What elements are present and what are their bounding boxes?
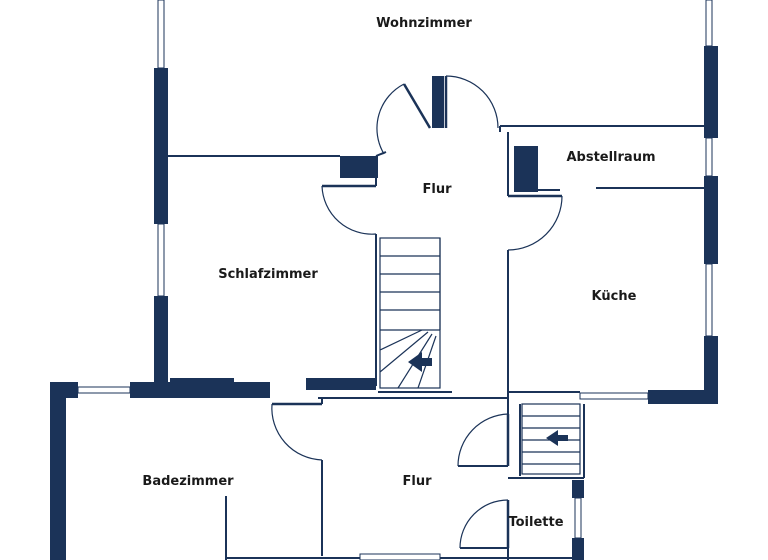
wall-bath-left — [50, 382, 66, 560]
label-flur-lower: Flur — [402, 474, 432, 489]
window-abstellraum — [705, 137, 713, 177]
wall-toilet-right-stub — [572, 480, 584, 498]
window-kitchen — [705, 263, 713, 337]
door-kitchen — [507, 194, 563, 251]
wall-kitchen-right-lower — [704, 336, 718, 404]
arrow-left-icon — [408, 352, 432, 372]
stair-main — [379, 237, 441, 389]
window-kitchen-bottom — [579, 392, 649, 400]
window-living-left — [157, 0, 165, 69]
wall-bath-top-corner — [50, 382, 78, 398]
wall-kitchen-bottom-right — [648, 390, 718, 404]
window-living-right — [705, 0, 713, 47]
wall-toilet-right-bottom — [572, 538, 584, 560]
window-bath — [77, 386, 131, 394]
shaft-block-left — [340, 156, 378, 178]
door-stair-lower — [457, 413, 510, 467]
label-schlafzimmer: Schlafzimmer — [218, 267, 318, 282]
arrow-left-icon — [546, 430, 568, 446]
room-labels: Wohnzimmer Abstellraum Flur Schlafzimmer… — [142, 16, 655, 530]
wall-stub-top — [432, 76, 444, 128]
door-bath — [271, 402, 323, 461]
window-toilet — [574, 497, 582, 539]
shaft-block-right — [514, 146, 538, 192]
door-living — [376, 75, 499, 155]
label-badezimmer: Badezimmer — [142, 474, 234, 489]
doors — [271, 75, 563, 549]
wall-living-left — [154, 68, 168, 224]
wall-bedroom-bottom-b — [306, 378, 376, 390]
wall-living-right — [704, 46, 718, 138]
label-kueche: Küche — [592, 289, 637, 304]
walls — [50, 46, 718, 560]
wall-kitchen-right-upper — [704, 176, 718, 264]
wall-bedroom-left — [154, 296, 168, 386]
window-bedroom — [157, 223, 165, 297]
wall-bedroom-bottom-a — [170, 378, 234, 390]
label-abstellraum: Abstellraum — [566, 150, 655, 165]
window-flur — [359, 553, 441, 560]
door-toilet — [459, 499, 510, 549]
label-wohnzimmer: Wohnzimmer — [376, 16, 472, 31]
windows — [77, 0, 713, 560]
door-bedroom — [321, 184, 377, 235]
stair-lower — [521, 403, 581, 475]
label-toilette: Toilette — [508, 515, 563, 530]
label-flur-upper: Flur — [422, 182, 452, 197]
